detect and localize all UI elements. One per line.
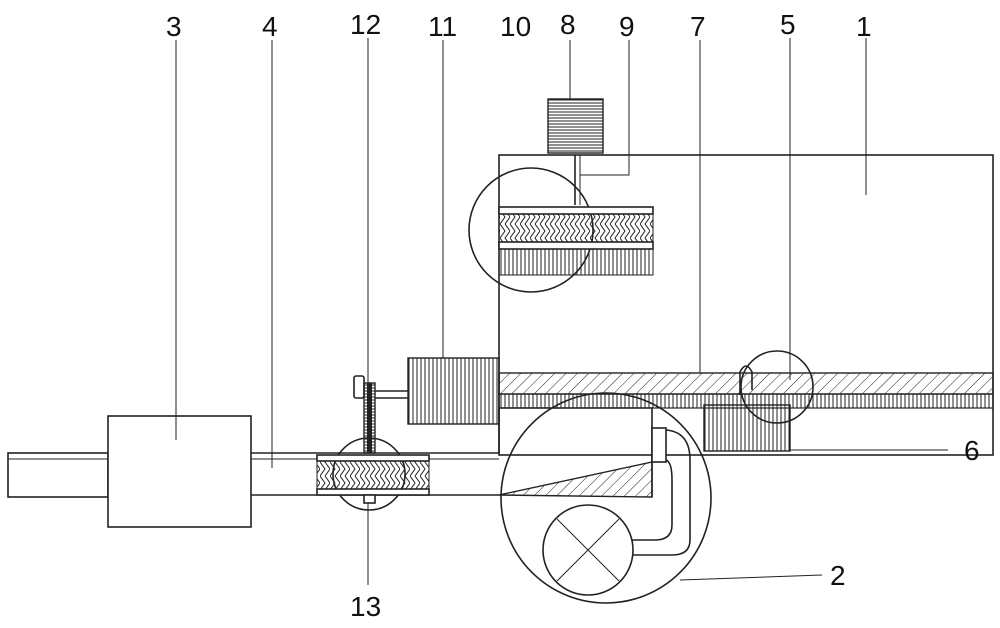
- main-housing: [498, 154, 994, 456]
- motor-11: [407, 357, 500, 425]
- leader-2: [679, 574, 823, 581]
- brush-bristles: [498, 248, 654, 276]
- filter-13-plate-b: [316, 488, 430, 496]
- label-7: 7: [690, 11, 706, 42]
- brush-springs: [498, 213, 654, 243]
- label-11: 11: [428, 11, 457, 42]
- label-13: 13: [350, 591, 381, 622]
- detail-circle-2: [500, 392, 712, 604]
- hook-5: [739, 365, 753, 395]
- detail-circle-5: [740, 350, 814, 424]
- hose-2-inner: [632, 459, 673, 541]
- label-3: 3: [166, 11, 182, 42]
- bracket-9: [580, 155, 630, 176]
- label-12: 12: [350, 9, 381, 40]
- fan-2-x2: [556, 518, 620, 582]
- conveyor-plate: [498, 372, 994, 395]
- filter-13-teeth: [316, 460, 430, 490]
- label-5: 5: [780, 9, 796, 40]
- motor-8: [547, 98, 604, 154]
- label-9: 9: [619, 11, 635, 42]
- pipe-outlet: [7, 452, 109, 498]
- label-2: 2: [830, 560, 846, 591]
- nozzle-2: [651, 427, 667, 463]
- brush-plate-bottom: [498, 241, 654, 250]
- label-8: 8: [560, 9, 576, 40]
- label-1: 1: [856, 11, 872, 42]
- filter-13-hub: [363, 494, 376, 504]
- knob-12: [353, 375, 365, 399]
- collector-box: [703, 404, 791, 452]
- screw-rod-12-core: [367, 383, 372, 453]
- label-6: 6: [964, 435, 980, 466]
- label-10: 10: [500, 11, 531, 42]
- wedge-2: [498, 461, 653, 498]
- filter-box-3: [107, 415, 252, 528]
- brush-plate-top: [498, 206, 654, 215]
- filter-13-plate: [316, 454, 430, 462]
- label-4: 4: [262, 11, 278, 42]
- hose-2: [632, 429, 691, 556]
